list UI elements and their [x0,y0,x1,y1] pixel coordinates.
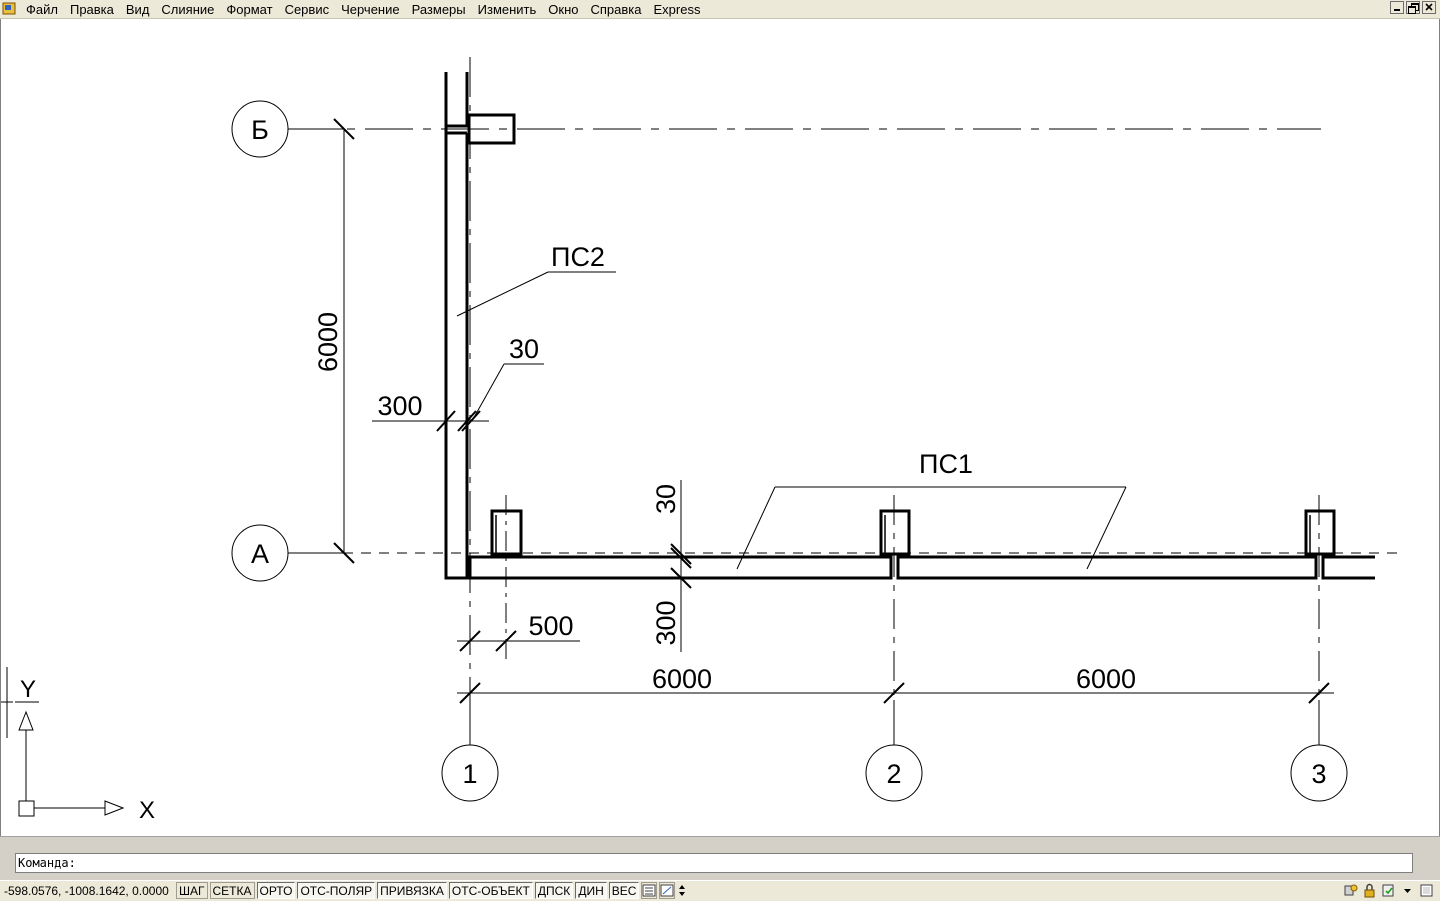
clean-screen-icon[interactable] [1419,883,1434,898]
dim-text-30-left: 30 [509,334,539,364]
dim-text-30-bottom: 30 [651,484,681,514]
ucs-label-x: X [139,797,155,824]
chevron-down-icon[interactable] [1400,883,1415,898]
menu-item-10[interactable]: Справка [590,1,642,17]
leader-ps2 [456,271,549,317]
menu-bar: Файл Правка Вид Слияние Формат Сервис Черчение… [0,0,1440,19]
axis-label-3: 3 [1311,759,1326,789]
command-panel: Команда: [0,836,1440,881]
leader-ps1-b [1086,486,1127,570]
dim-text-vertical-6000: 6000 [313,312,343,372]
dim-text-300-left: 300 [377,391,422,421]
leader-ps1-a [736,486,776,570]
menu-item-1[interactable]: Правка [69,1,114,17]
drawing-canvas[interactable]: Б А 1 2 3 ПС2 ПС1 6000 300 30 30 300 500… [0,19,1440,836]
cursor-coordinates[interactable]: -598.0576, -1008.1642, 0.0000 [4,884,169,898]
dim-text-500: 500 [528,611,573,641]
menu-item-7[interactable]: Размеры [411,1,466,17]
label-ps1: ПС1 [919,449,973,479]
status-toggle-4[interactable]: ПРИВЯЗКА [377,882,447,899]
model-space-icon[interactable] [641,882,658,899]
status-toggle-8[interactable]: ВЕС [608,882,640,899]
lock-icon[interactable] [1362,883,1377,898]
dim-text-6000-span-1: 6000 [652,664,712,694]
menu-item-2[interactable]: Вид [125,1,150,17]
column-a3 [1304,509,1336,556]
wall-ps1-segment-2 [896,555,1318,580]
wall-ps1-segment-3 [1321,555,1375,580]
restore-icon[interactable] [1406,1,1420,14]
menu-items: Файл Правка Вид Слияние Формат Сервис Черчение… [20,0,706,18]
status-toggle-1[interactable]: СЕТКА [209,882,255,899]
app-icon[interactable] [2,2,16,15]
status-toggle-7[interactable]: ДИН [575,882,607,899]
column-b1 [467,113,516,145]
trusted-publications-icon[interactable] [1381,883,1396,898]
axis-label-a: А [251,539,269,569]
minimize-icon[interactable] [1390,1,1404,14]
menu-item-4[interactable]: Формат [226,1,273,17]
menu-item-3[interactable]: Слияние [161,1,215,17]
communication-center-icon[interactable] [1343,883,1358,898]
status-toggle-0[interactable]: ШАГ [176,882,208,899]
label-ps2: ПС2 [551,242,605,272]
layout-icon[interactable] [659,882,676,899]
status-toggle-5[interactable]: ОТС-ОБЪЕКТ [448,882,533,899]
menu-item-9[interactable]: Окно [548,1,579,17]
status-tray [1343,883,1434,898]
close-icon[interactable] [1422,1,1436,14]
drawing-svg[interactable]: Б А 1 2 3 ПС2 ПС1 6000 300 30 30 300 500… [1,19,1440,836]
status-toggle-6[interactable]: ДПСК [534,882,574,899]
column-a2 [879,509,911,556]
dim-text-6000-span-2: 6000 [1076,664,1136,694]
menu-item-8[interactable]: Изменить [477,1,537,17]
axis-label-b: Б [251,115,269,145]
ucs-label-y: Y [20,676,36,703]
window-controls [1390,1,1436,14]
wall-ps2 [444,72,470,580]
status-toggle-3[interactable]: ОТС-ПОЛЯР [297,882,376,899]
leader-30-left [471,363,505,422]
status-toggle-2[interactable]: ОРТО [256,882,296,899]
menu-item-6[interactable]: Черчение [341,1,400,17]
menu-item-11[interactable]: Express [653,1,701,17]
axis-label-2: 2 [886,759,901,789]
axis-label-1: 1 [462,759,477,789]
dim-text-300-bottom: 300 [651,600,681,645]
more-icon[interactable] [677,882,688,899]
command-prompt: Команда: [18,856,76,870]
command-line[interactable]: Команда: [15,853,1413,873]
menu-item-5[interactable]: Сервис [284,1,330,17]
ucs-icon [1,667,125,817]
menu-item-0[interactable]: Файл [26,1,58,17]
